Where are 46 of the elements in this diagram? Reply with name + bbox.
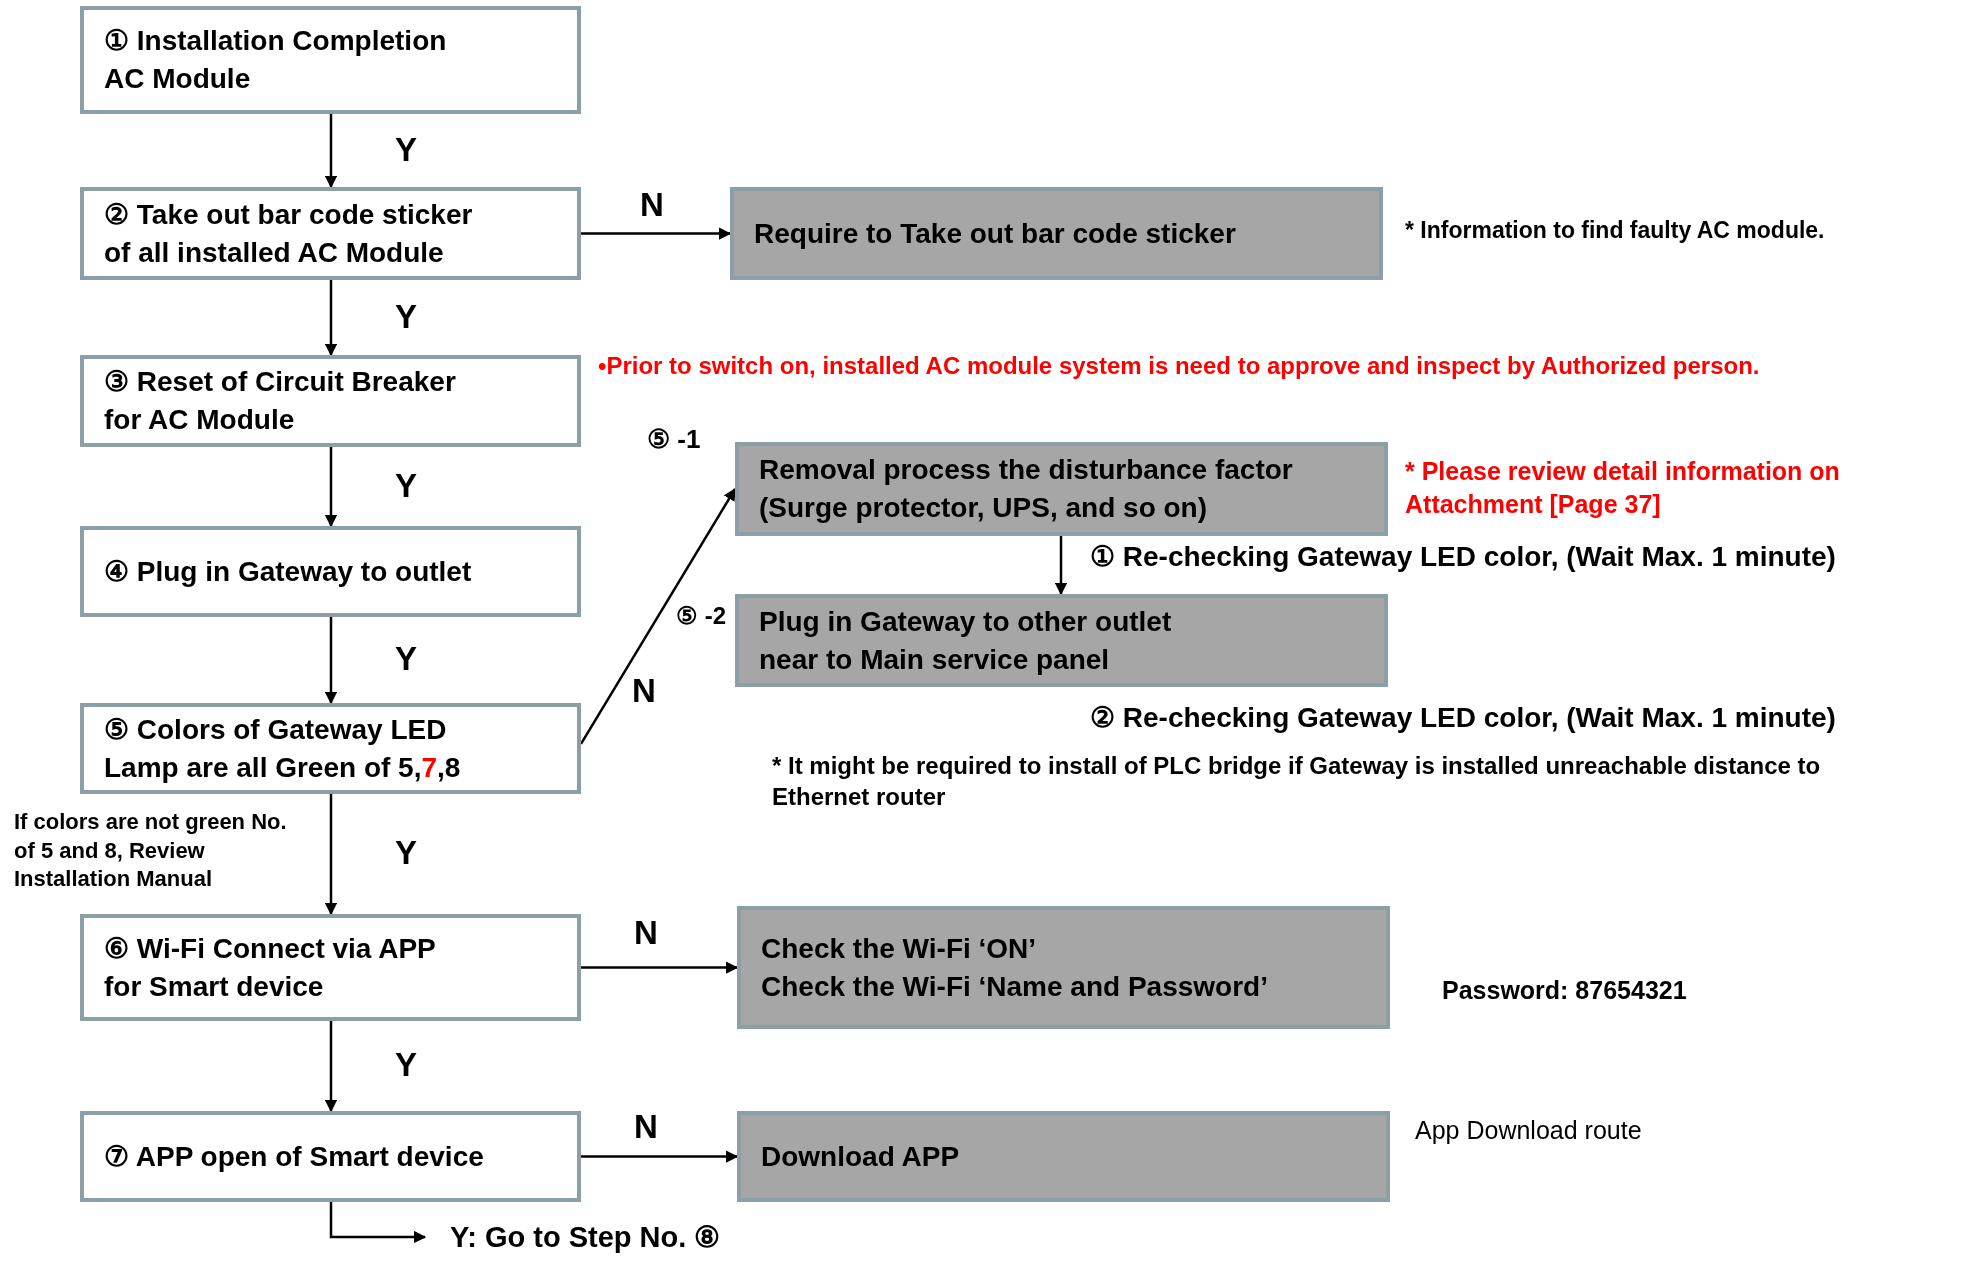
action-box: [730, 187, 1383, 280]
note-text: •Prior to switch on, installed AC module system is need to approve and inspect by Authorized person.: [598, 351, 1761, 381]
process-box: [80, 6, 581, 114]
process-box: [80, 914, 581, 1021]
process-box: [80, 526, 581, 617]
process-box: [80, 703, 581, 794]
action-box: [737, 906, 1390, 1029]
note-text: Password: 87654321: [1442, 975, 1688, 1006]
note-text: * Information to find faulty AC module.: [1405, 216, 1826, 245]
note-text: If colors are not green No. of 5 and 8, Review Installation Manual: [14, 808, 288, 894]
arrow: [324, 280, 338, 357]
arrow: [324, 1021, 338, 1113]
note-text: * Please review detail information on Attachment [Page 37]: [1405, 456, 1841, 520]
box-text: ③ Reset of Circuit Breaker for AC Module: [104, 365, 457, 437]
arrow: [1054, 536, 1068, 596]
arrow: [581, 227, 732, 240]
arrow: [324, 447, 338, 528]
note-text: ② Re-checking Gateway LED color, (Wait Max. 1 minute): [1090, 701, 1837, 735]
step-number: ⑤ -1: [647, 423, 701, 456]
note-text: App Download route: [1415, 1115, 1643, 1146]
action-box: [737, 1111, 1390, 1202]
note-text: * It might be required to install of PLC bridge if Gateway is installed unreachable distance to Ethernet router: [772, 751, 1822, 813]
box-text: ② Take out bar code sticker of all installed AC Module: [104, 197, 474, 270]
step-text: Y: Go to Step No. ⑧: [450, 1216, 721, 1258]
arrow: [324, 617, 338, 705]
box-text: Removal process the disturbance factor (Surge protector, UPS, and so on): [759, 453, 1294, 525]
box-text: ① Installation Completion AC Module: [104, 24, 448, 96]
arrow: [581, 961, 739, 974]
box-text: Check the Wi-Fi ‘ON’: [761, 931, 1038, 966]
box-text: ⑦ APP open of Smart device: [104, 1139, 485, 1174]
box-text: Require to Take out bar code sticker: [754, 216, 1237, 251]
arrow: [329, 1202, 427, 1244]
box-text: ⑥ Wi-Fi Connect via APP for Smart device: [104, 931, 437, 1004]
action-box: [735, 594, 1388, 687]
process-box: [80, 187, 581, 280]
box-text: Download APP: [761, 1139, 961, 1174]
box-text: ④ Plug in Gateway to outlet: [104, 554, 473, 589]
process-box: [80, 1111, 581, 1202]
arrow: [324, 114, 338, 189]
box-text: Check the Wi-Fi ‘Name and Password’: [761, 969, 1269, 1004]
arrow: [581, 1150, 739, 1163]
arrow: [324, 794, 338, 916]
note-text: ⑤ -2: [676, 601, 727, 631]
box-text: Plug in Gateway to other outlet near to Main service panel: [759, 604, 1173, 677]
box-text: ⑤ Colors of Gateway LED Lamp are all Green of 5,7,8: [104, 712, 462, 785]
process-box: [80, 355, 581, 447]
